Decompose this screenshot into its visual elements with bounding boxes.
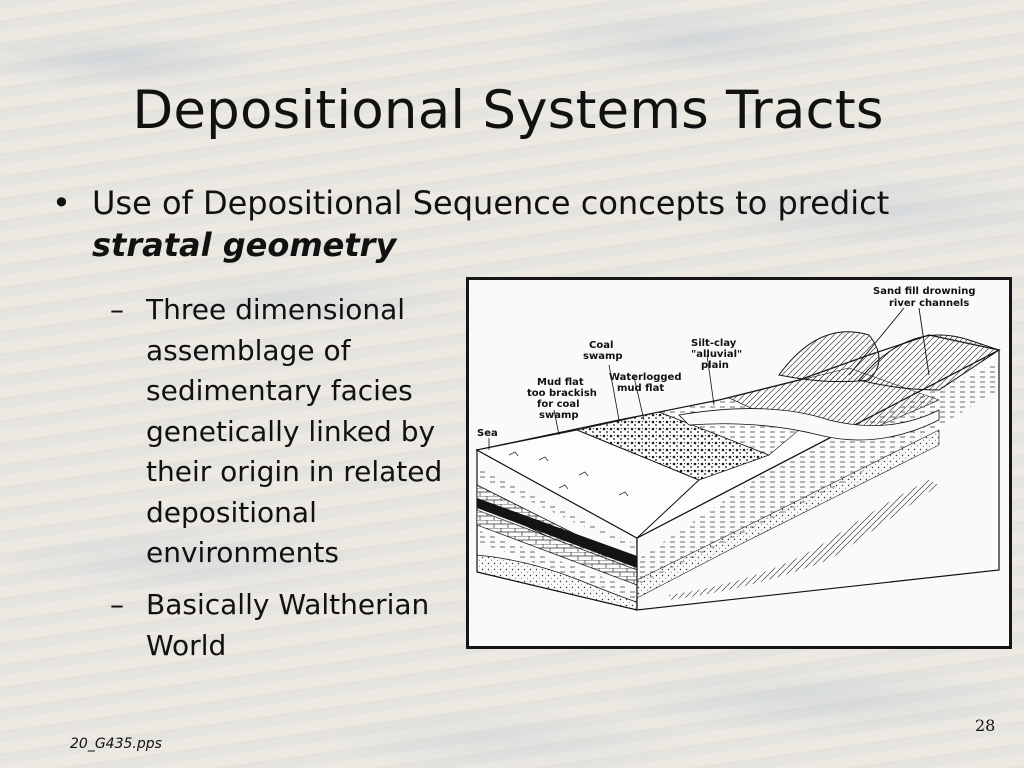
block-diagram-drawing: Sand fill drowning river channels Coal s… xyxy=(475,286,1001,611)
label-for-coal: for coal xyxy=(537,399,580,410)
main-bullet-text: Use of Depositional Sequence concepts to… xyxy=(92,182,952,266)
label-plain: plain xyxy=(701,360,729,371)
label-swamp-2: swamp xyxy=(539,410,579,421)
label-mud-flat: mud flat xyxy=(617,383,664,394)
sub-bullet-text: Basically Waltherian World xyxy=(146,588,430,662)
hill-right xyxy=(858,334,1001,391)
block-diagram-figure: Sand fill drowning river channels Coal s… xyxy=(466,277,1012,649)
footer-filename: 20_G435.pps xyxy=(70,736,162,752)
sub-bullet-text: Three dimensional assemblage of sediment… xyxy=(146,293,443,569)
label-too-brackish: too brackish xyxy=(527,388,597,399)
dash-icon: – xyxy=(110,588,124,621)
label-waterlogged: Waterlogged xyxy=(609,372,681,383)
bullet-dot-icon: • xyxy=(52,184,71,222)
label-alluvial: "alluvial" xyxy=(691,349,742,360)
bullet-text-plain: Use of Depositional Sequence concepts to… xyxy=(92,184,890,222)
label-river-channels: river channels xyxy=(889,298,969,309)
page-number: 28 xyxy=(975,716,996,735)
label-sea: Sea xyxy=(477,428,498,439)
bullet-text-emphasis: stratal geometry xyxy=(92,226,397,264)
label-swamp: swamp xyxy=(583,351,623,362)
dash-icon: – xyxy=(110,293,124,326)
label-coal: Coal xyxy=(589,340,613,351)
label-silt-clay: Silt-clay xyxy=(691,338,737,349)
label-mud-flat-title: Mud flat xyxy=(537,377,584,388)
label-sand-fill: Sand fill drowning xyxy=(873,286,975,297)
slide-title: Depositional Systems Tracts xyxy=(132,80,884,141)
